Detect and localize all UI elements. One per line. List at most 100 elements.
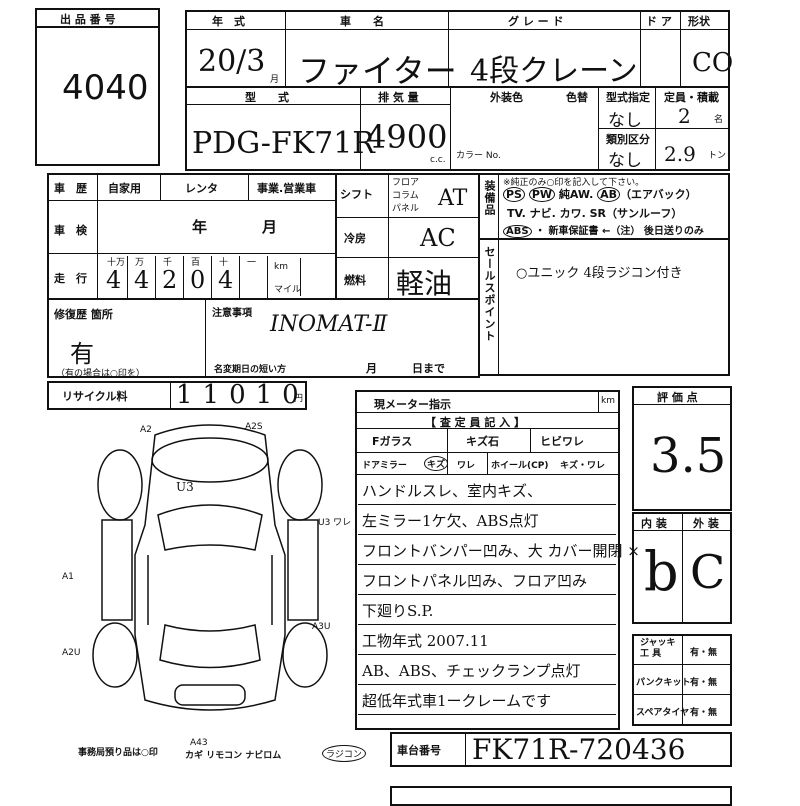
capacity-label: 定員・積載 [664,91,719,104]
grade-value: 4段クレーン [470,54,638,89]
abs-option: ABS [503,225,532,238]
displacement-value: 4900 [366,118,448,156]
type-label: 型 式 [245,91,289,104]
cc-unit: c.c. [430,155,446,165]
fuel-value: 軽油 [396,267,453,300]
aw-option: 純AW. [558,188,594,201]
ps-option: PS [503,187,525,202]
digit-header: 百 [191,258,201,268]
windshield-label: Fガラス [372,435,413,448]
divider [640,10,641,88]
divider [632,404,732,405]
inspector-note: 超低年式車1ークレームです [362,692,552,710]
car-outline [134,424,286,711]
inspector-note: AB、ABS、チェックランプ点灯 [362,662,581,680]
divider [465,732,466,767]
chassis-value: FK71R-720436 [472,733,686,766]
note-underline [358,714,616,715]
divider [47,253,337,254]
class-value: なし [608,151,642,171]
ac-label: 冷房 [344,232,366,245]
repair-box [47,298,480,378]
private-use: 自家用 [108,182,141,195]
crack-label: ヒビワレ [540,435,584,448]
spare-tire-label: スペアタイヤ [636,708,690,718]
overall-score: 3.5 [650,428,727,484]
month-suffix: 月 [270,75,280,85]
name-change-month: 月 [366,362,377,375]
sales-point-value: ○ユニック 4段ラジコン付き [516,266,683,281]
inspection-year-label: 年 [192,218,208,236]
divider [360,86,361,171]
note-underline [358,624,616,625]
km-label: km [274,262,288,272]
equipment-row-3: ABS ・ 新車保証書 ←（注） 後日送りのみ [503,222,704,238]
hood-outline [151,437,269,483]
divider [335,257,480,258]
year-label: 年 式 [212,15,245,28]
damage-mark: A2S [245,422,263,432]
divider [447,428,448,474]
divider [498,173,499,240]
fuel-label: 燃料 [344,274,366,287]
divider [205,298,206,378]
shape-value: CO [692,48,734,78]
divider [47,200,337,201]
pw-option: PW [528,187,556,202]
shape-label: 形状 [688,15,710,28]
lot-label: 出 品 番 号 [60,13,116,26]
rear-window-outline [159,624,261,669]
equipment-note: ※純正のみ○印を記入して下さい。 [503,178,645,188]
lot-box [35,8,160,166]
chassis-box [390,732,732,767]
ab-option: AB [597,187,621,202]
exterior-score: C [690,545,726,599]
mileage-digit: 4 [106,266,122,294]
digit-header: 万 [135,258,145,268]
shift-panel: パネル [392,204,420,214]
equipment-row-2: TV. ナビ. カワ. SR（サンルーフ） [507,207,683,220]
ext-color-label: 外装色 [490,91,523,104]
note-underline [358,534,616,535]
wheel-front-right [277,449,323,521]
model-label: 車 名 [340,15,384,28]
chassis-label: 車台番号 [397,744,441,757]
note-underline [358,594,616,595]
lot-number: 4040 [62,68,149,108]
mile-label: マイル [274,285,302,295]
ac-value: AC [420,224,456,252]
car-name: ファイター [298,52,457,90]
meter-unit: km [601,396,615,406]
recycle-value: 11010 [176,380,309,410]
damage-mark: A3U [312,622,331,632]
capacity-value: 2 [678,104,691,128]
color-no-label: カラー No. [456,151,501,161]
digit-divider [127,256,128,298]
inspector-title: 【 査 定 員 記 入 】 [425,416,525,429]
displacement-label: 排 気 量 [378,91,419,104]
inspector-note: 下廻りS.P. [362,602,434,620]
wheel-front-left [97,449,143,521]
meter-label: 現メーター指示 [374,398,451,411]
divider [355,412,620,413]
damage-mark: A2U [62,648,81,658]
inspector-box [355,390,620,730]
name-change-day: 日まで [412,362,445,375]
inspector-note: 工物年式 2007.11 [362,632,489,650]
notice-value: INOMAT-Ⅱ [270,312,388,337]
exterior-label: 外 装 [693,517,719,530]
door-lines [147,555,273,625]
mileage-digit: 4 [218,266,234,294]
divider [487,452,488,474]
shift-label: シフト [340,188,373,201]
diagram-footer-items: カギ リモコン ナビロム [185,751,282,761]
damage-mark: A2 [140,425,152,435]
capacity-unit: 名 [714,115,724,125]
recycle-box [47,381,307,410]
divider [97,173,98,300]
year-value: 20/3 [198,44,266,79]
divider [680,10,681,88]
type-designation-label: 型式指定 [606,91,650,104]
mileage-digit: 2 [162,266,178,294]
divider [185,29,730,30]
